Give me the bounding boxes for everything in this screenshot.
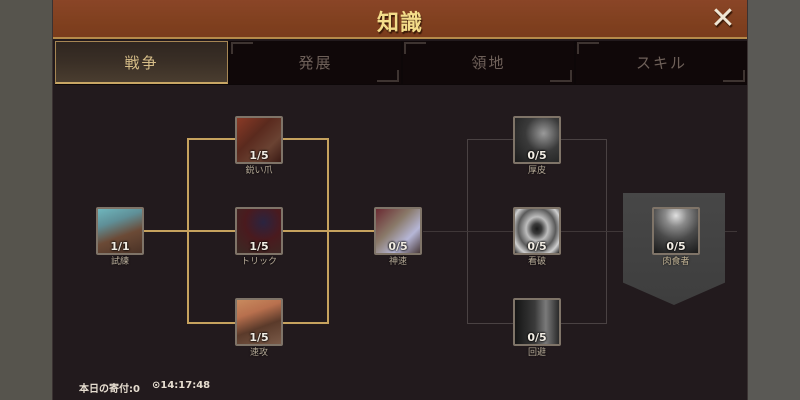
tab-territory[interactable]: 領地 bbox=[403, 41, 574, 84]
knowledge-panel: 知識 ✕ 戦争 発展 領地 スキル 1/1 試練 1/5 鋭い爪 bbox=[52, 0, 748, 400]
tab-label: 戦争 bbox=[124, 53, 159, 72]
donation-count: 本日の寄付:0 bbox=[79, 384, 140, 395]
tab-war[interactable]: 戦争 bbox=[55, 41, 228, 84]
tab-corner bbox=[577, 42, 599, 54]
tab-corner bbox=[377, 70, 399, 82]
tab-corner bbox=[550, 70, 572, 82]
tab-bar: 戦争 発展 領地 スキル bbox=[55, 41, 747, 85]
tab-label: 領地 bbox=[471, 54, 506, 72]
skill-level: 0/5 bbox=[527, 149, 547, 162]
skill-name: 回避 bbox=[527, 348, 546, 358]
tab-label: 発展 bbox=[298, 54, 333, 72]
tab-skill[interactable]: スキル bbox=[576, 41, 747, 84]
skill-node-sharp-claw[interactable]: 1/5 鋭い爪 bbox=[235, 116, 283, 178]
clock-icon: ⊙ bbox=[151, 380, 161, 391]
skill-node-trick[interactable]: 1/5 トリック bbox=[235, 207, 283, 269]
wolf-lightning-icon: 0/5 bbox=[374, 207, 422, 255]
skill-level: 1/5 bbox=[249, 331, 269, 344]
dog-speed-icon: 1/5 bbox=[235, 298, 283, 346]
skill-name: 看破 bbox=[527, 257, 546, 267]
skill-level: 0/5 bbox=[527, 240, 547, 253]
skill-name: 肉食者 bbox=[662, 257, 690, 267]
skill-name: 厚皮 bbox=[527, 166, 546, 176]
skill-level: 1/5 bbox=[249, 240, 269, 253]
tab-corner bbox=[723, 70, 745, 82]
eye-icon: 0/5 bbox=[513, 207, 561, 255]
page-title: 知識 bbox=[376, 11, 423, 36]
tab-development[interactable]: 発展 bbox=[230, 41, 401, 84]
skill-node-quick-attack[interactable]: 1/5 速攻 bbox=[235, 298, 283, 360]
skill-level: 0/5 bbox=[527, 331, 547, 344]
background-right bbox=[748, 0, 800, 400]
skill-node-training[interactable]: 1/1 試練 bbox=[96, 207, 144, 269]
tab-corner bbox=[404, 42, 426, 54]
skill-tree: 1/1 試練 1/5 鋭い爪 1/5 トリック 1/5 速攻 0/5 bbox=[53, 85, 749, 400]
skill-level: 0/5 bbox=[666, 240, 686, 253]
gorilla-icon: 0/5 bbox=[513, 298, 561, 346]
skill-level: 1/1 bbox=[110, 240, 130, 253]
skill-name: 神速 bbox=[388, 257, 407, 267]
shield-beast-icon: 0/5 bbox=[513, 116, 561, 164]
skill-node-see-through[interactable]: 0/5 看破 bbox=[513, 207, 561, 269]
skull-beast-icon: 0/5 bbox=[652, 207, 700, 255]
skill-node-thick-hide[interactable]: 0/5 厚皮 bbox=[513, 116, 561, 178]
mammoth-icon: 1/1 bbox=[96, 207, 144, 255]
skill-node-god-speed[interactable]: 0/5 神速 bbox=[374, 207, 422, 269]
panel-header: 知識 ✕ bbox=[53, 0, 747, 39]
skill-name: 鋭い爪 bbox=[245, 166, 273, 176]
close-icon[interactable]: ✕ bbox=[710, 1, 736, 36]
footer-status: 本日の寄付:0 ⊙14:17:48 bbox=[79, 380, 210, 395]
skill-level: 0/5 bbox=[388, 240, 408, 253]
tab-label: スキル bbox=[635, 54, 687, 72]
claw-beast-icon: 1/5 bbox=[235, 116, 283, 164]
skill-name: 速攻 bbox=[249, 348, 268, 358]
reset-timer: ⊙14:17:48 bbox=[152, 380, 210, 395]
skill-level: 1/5 bbox=[249, 149, 269, 162]
connector bbox=[423, 231, 467, 232]
skill-node-carnivore[interactable]: 0/5 肉食者 bbox=[652, 207, 700, 269]
connector bbox=[143, 230, 187, 232]
gear-bear-icon: 1/5 bbox=[235, 207, 283, 255]
skill-name: 試練 bbox=[110, 257, 129, 267]
timer-value: 14:17:48 bbox=[160, 380, 211, 391]
skill-node-evade[interactable]: 0/5 回避 bbox=[513, 298, 561, 360]
skill-name: トリック bbox=[240, 257, 277, 267]
tab-corner bbox=[231, 42, 253, 54]
connector bbox=[329, 230, 375, 232]
